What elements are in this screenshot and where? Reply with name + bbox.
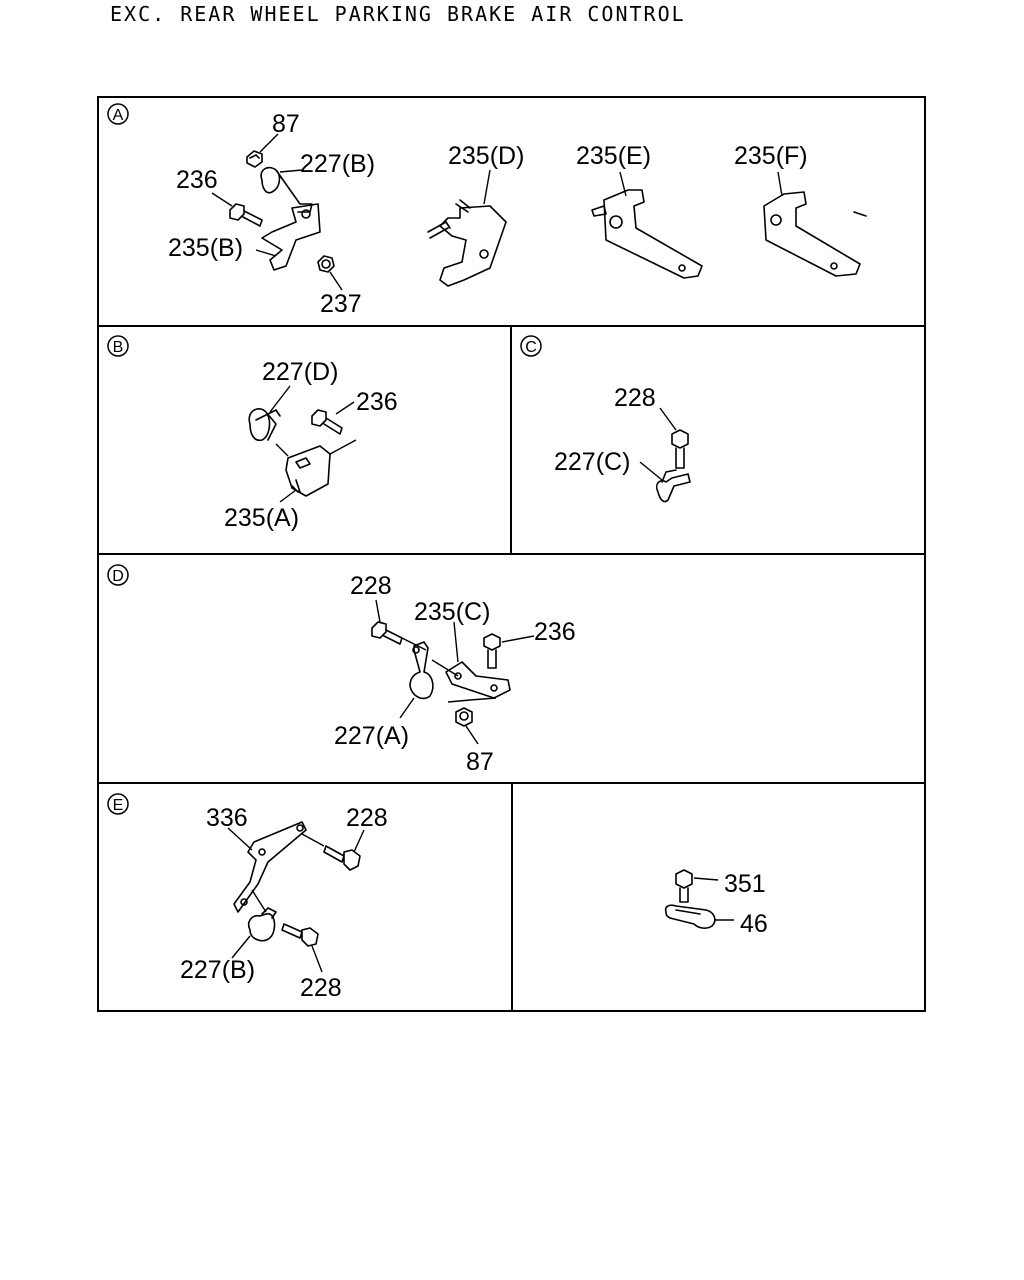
label-235e: 235(E) <box>576 142 651 170</box>
label-236: 236 <box>176 166 218 194</box>
panel-e-parts <box>227 821 365 973</box>
label-235d: 235(D) <box>448 142 524 170</box>
svg-text:A: A <box>113 107 124 124</box>
svg-text:E: E <box>113 797 124 814</box>
panel-f-parts <box>664 869 734 929</box>
panel-c-frame <box>510 325 926 555</box>
label-336: 336 <box>206 804 248 832</box>
label-228-d: 228 <box>350 572 392 600</box>
label-228-e-upper: 228 <box>346 804 388 832</box>
label-227a: 227(A) <box>334 722 409 750</box>
panel-a-parts <box>211 133 867 291</box>
section-marker-b: B <box>107 335 129 357</box>
label-227c: 227(C) <box>554 448 630 476</box>
label-227b: 227(B) <box>300 150 375 178</box>
panel-f-frame <box>511 782 926 1012</box>
label-46: 46 <box>740 910 768 938</box>
svg-text:D: D <box>112 568 124 585</box>
label-228-e-lower: 228 <box>300 974 342 1002</box>
label-236-b: 236 <box>356 388 398 416</box>
section-marker-e: E <box>107 793 129 815</box>
label-87: 87 <box>272 110 300 138</box>
panel-d-parts <box>371 599 535 745</box>
label-235c: 235(C) <box>414 598 490 626</box>
label-228-c: 228 <box>614 384 656 412</box>
label-235a: 235(A) <box>224 504 299 532</box>
label-236-d: 236 <box>534 618 576 646</box>
label-235b: 235(B) <box>168 234 243 262</box>
svg-text:C: C <box>525 339 537 356</box>
svg-text:B: B <box>113 339 124 356</box>
label-351: 351 <box>724 870 766 898</box>
label-227b-e: 227(B) <box>180 956 255 984</box>
diagram-title: EXC. REAR WHEEL PARKING BRAKE AIR CONTRO… <box>110 2 686 26</box>
label-235f: 235(F) <box>734 142 808 170</box>
section-marker-a: A <box>107 103 129 125</box>
panel-a-frame <box>97 96 926 327</box>
label-227d: 227(D) <box>262 358 338 386</box>
panel-c-parts <box>639 407 691 503</box>
section-marker-c: C <box>520 335 542 357</box>
panel-b-parts <box>248 385 357 503</box>
section-marker-d: D <box>107 564 129 586</box>
label-237: 237 <box>320 290 362 318</box>
label-87-d: 87 <box>466 748 494 776</box>
panel-d-frame <box>97 553 926 784</box>
